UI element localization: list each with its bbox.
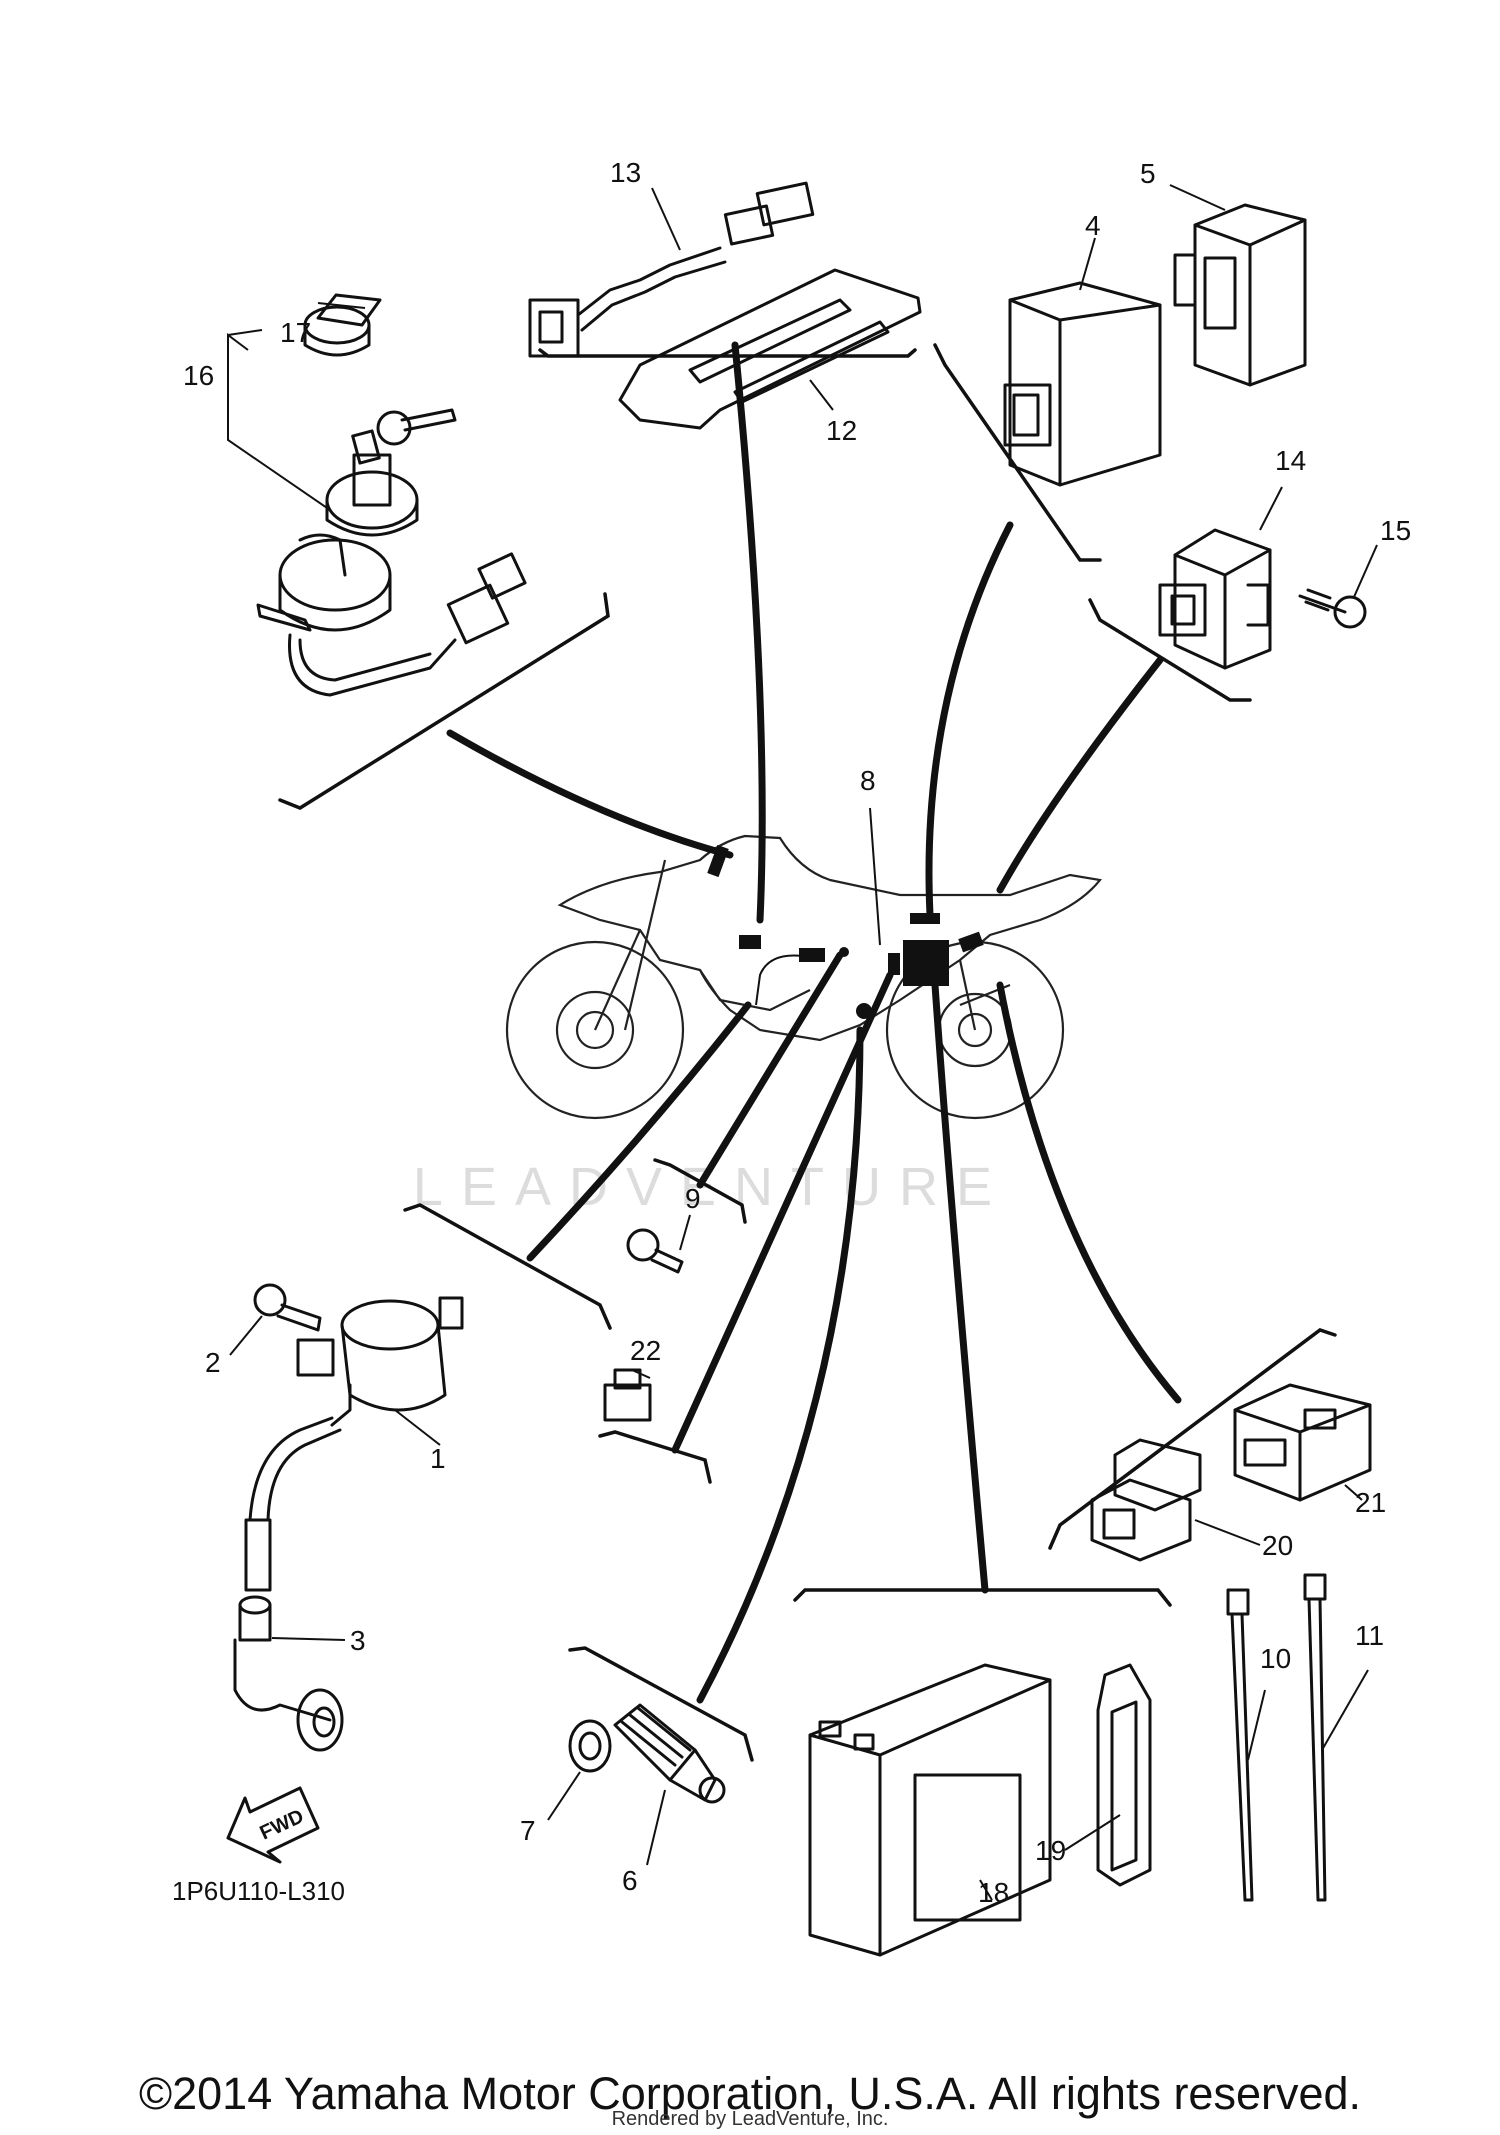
rendered-by-credit: Rendered by LeadVenture, Inc. <box>611 2108 889 2130</box>
battery-band-19 <box>1096 1663 1152 1887</box>
coupler-20 <box>1090 1438 1202 1562</box>
leader-lines <box>446 341 1182 1704</box>
fwd-label: FWD <box>257 1805 308 1844</box>
callout-7: 7 <box>520 1815 536 1846</box>
callout-18: 18 <box>978 1877 1009 1908</box>
battery-18 <box>808 1663 1052 1957</box>
callout-6: 6 <box>622 1865 638 1896</box>
callout-5: 5 <box>1140 158 1156 189</box>
callout-17: 17 <box>280 317 311 348</box>
cdi-unit-4 <box>1003 281 1162 487</box>
cable-tie-10 <box>1226 1588 1254 1902</box>
callout-21: 21 <box>1355 1487 1386 1518</box>
diagram-code: 1P6U110-L310 <box>172 1876 345 1906</box>
callout-15: 15 <box>1380 515 1411 546</box>
callout-19: 19 <box>1035 1835 1066 1866</box>
group-brackets <box>278 343 1337 1762</box>
copyright-notice: ©2014 Yamaha Motor Corporation, U.S.A. A… <box>138 2068 1362 2119</box>
callout-3: 3 <box>350 1625 366 1656</box>
motorcycle-outline <box>505 834 1103 1120</box>
callout-9: 9 <box>685 1183 701 1214</box>
plug-cap-3 <box>233 1595 344 1752</box>
callout-12: 12 <box>826 415 857 446</box>
callout-22: 22 <box>630 1335 661 1366</box>
bolt-2 <box>253 1283 322 1332</box>
cable-tie-11 <box>1303 1573 1327 1902</box>
callout-8: 8 <box>860 765 876 796</box>
callout-leaders <box>227 184 1378 1901</box>
ignition-coil-1 <box>244 1296 464 1592</box>
main-switch-assembly <box>256 293 527 697</box>
fwd-arrow: FWD <box>226 1786 320 1864</box>
callout-10: 10 <box>1260 1643 1291 1674</box>
callout-numbers: 1 2 3 4 5 6 7 8 9 10 11 12 13 14 15 16 1… <box>183 157 1411 1908</box>
bolt-15 <box>1298 588 1367 629</box>
callout-16: 16 <box>183 360 214 391</box>
callout-14: 14 <box>1275 445 1306 476</box>
fuse-22 <box>603 1368 652 1422</box>
callout-20: 20 <box>1262 1530 1293 1561</box>
relay-14 <box>1158 528 1272 670</box>
relay-5 <box>1173 203 1307 387</box>
lead-wire-13 <box>528 181 815 358</box>
plate-12 <box>618 268 922 430</box>
callout-4: 4 <box>1085 210 1101 241</box>
callout-2: 2 <box>205 1347 221 1378</box>
coupler-21 <box>1233 1383 1372 1502</box>
neutral-switch-6 <box>613 1703 726 1804</box>
callout-1: 1 <box>430 1443 446 1474</box>
callout-13: 13 <box>610 157 641 188</box>
washer-7 <box>568 1719 612 1773</box>
bolt-9 <box>626 1228 684 1274</box>
callout-11: 11 <box>1355 1620 1384 1651</box>
